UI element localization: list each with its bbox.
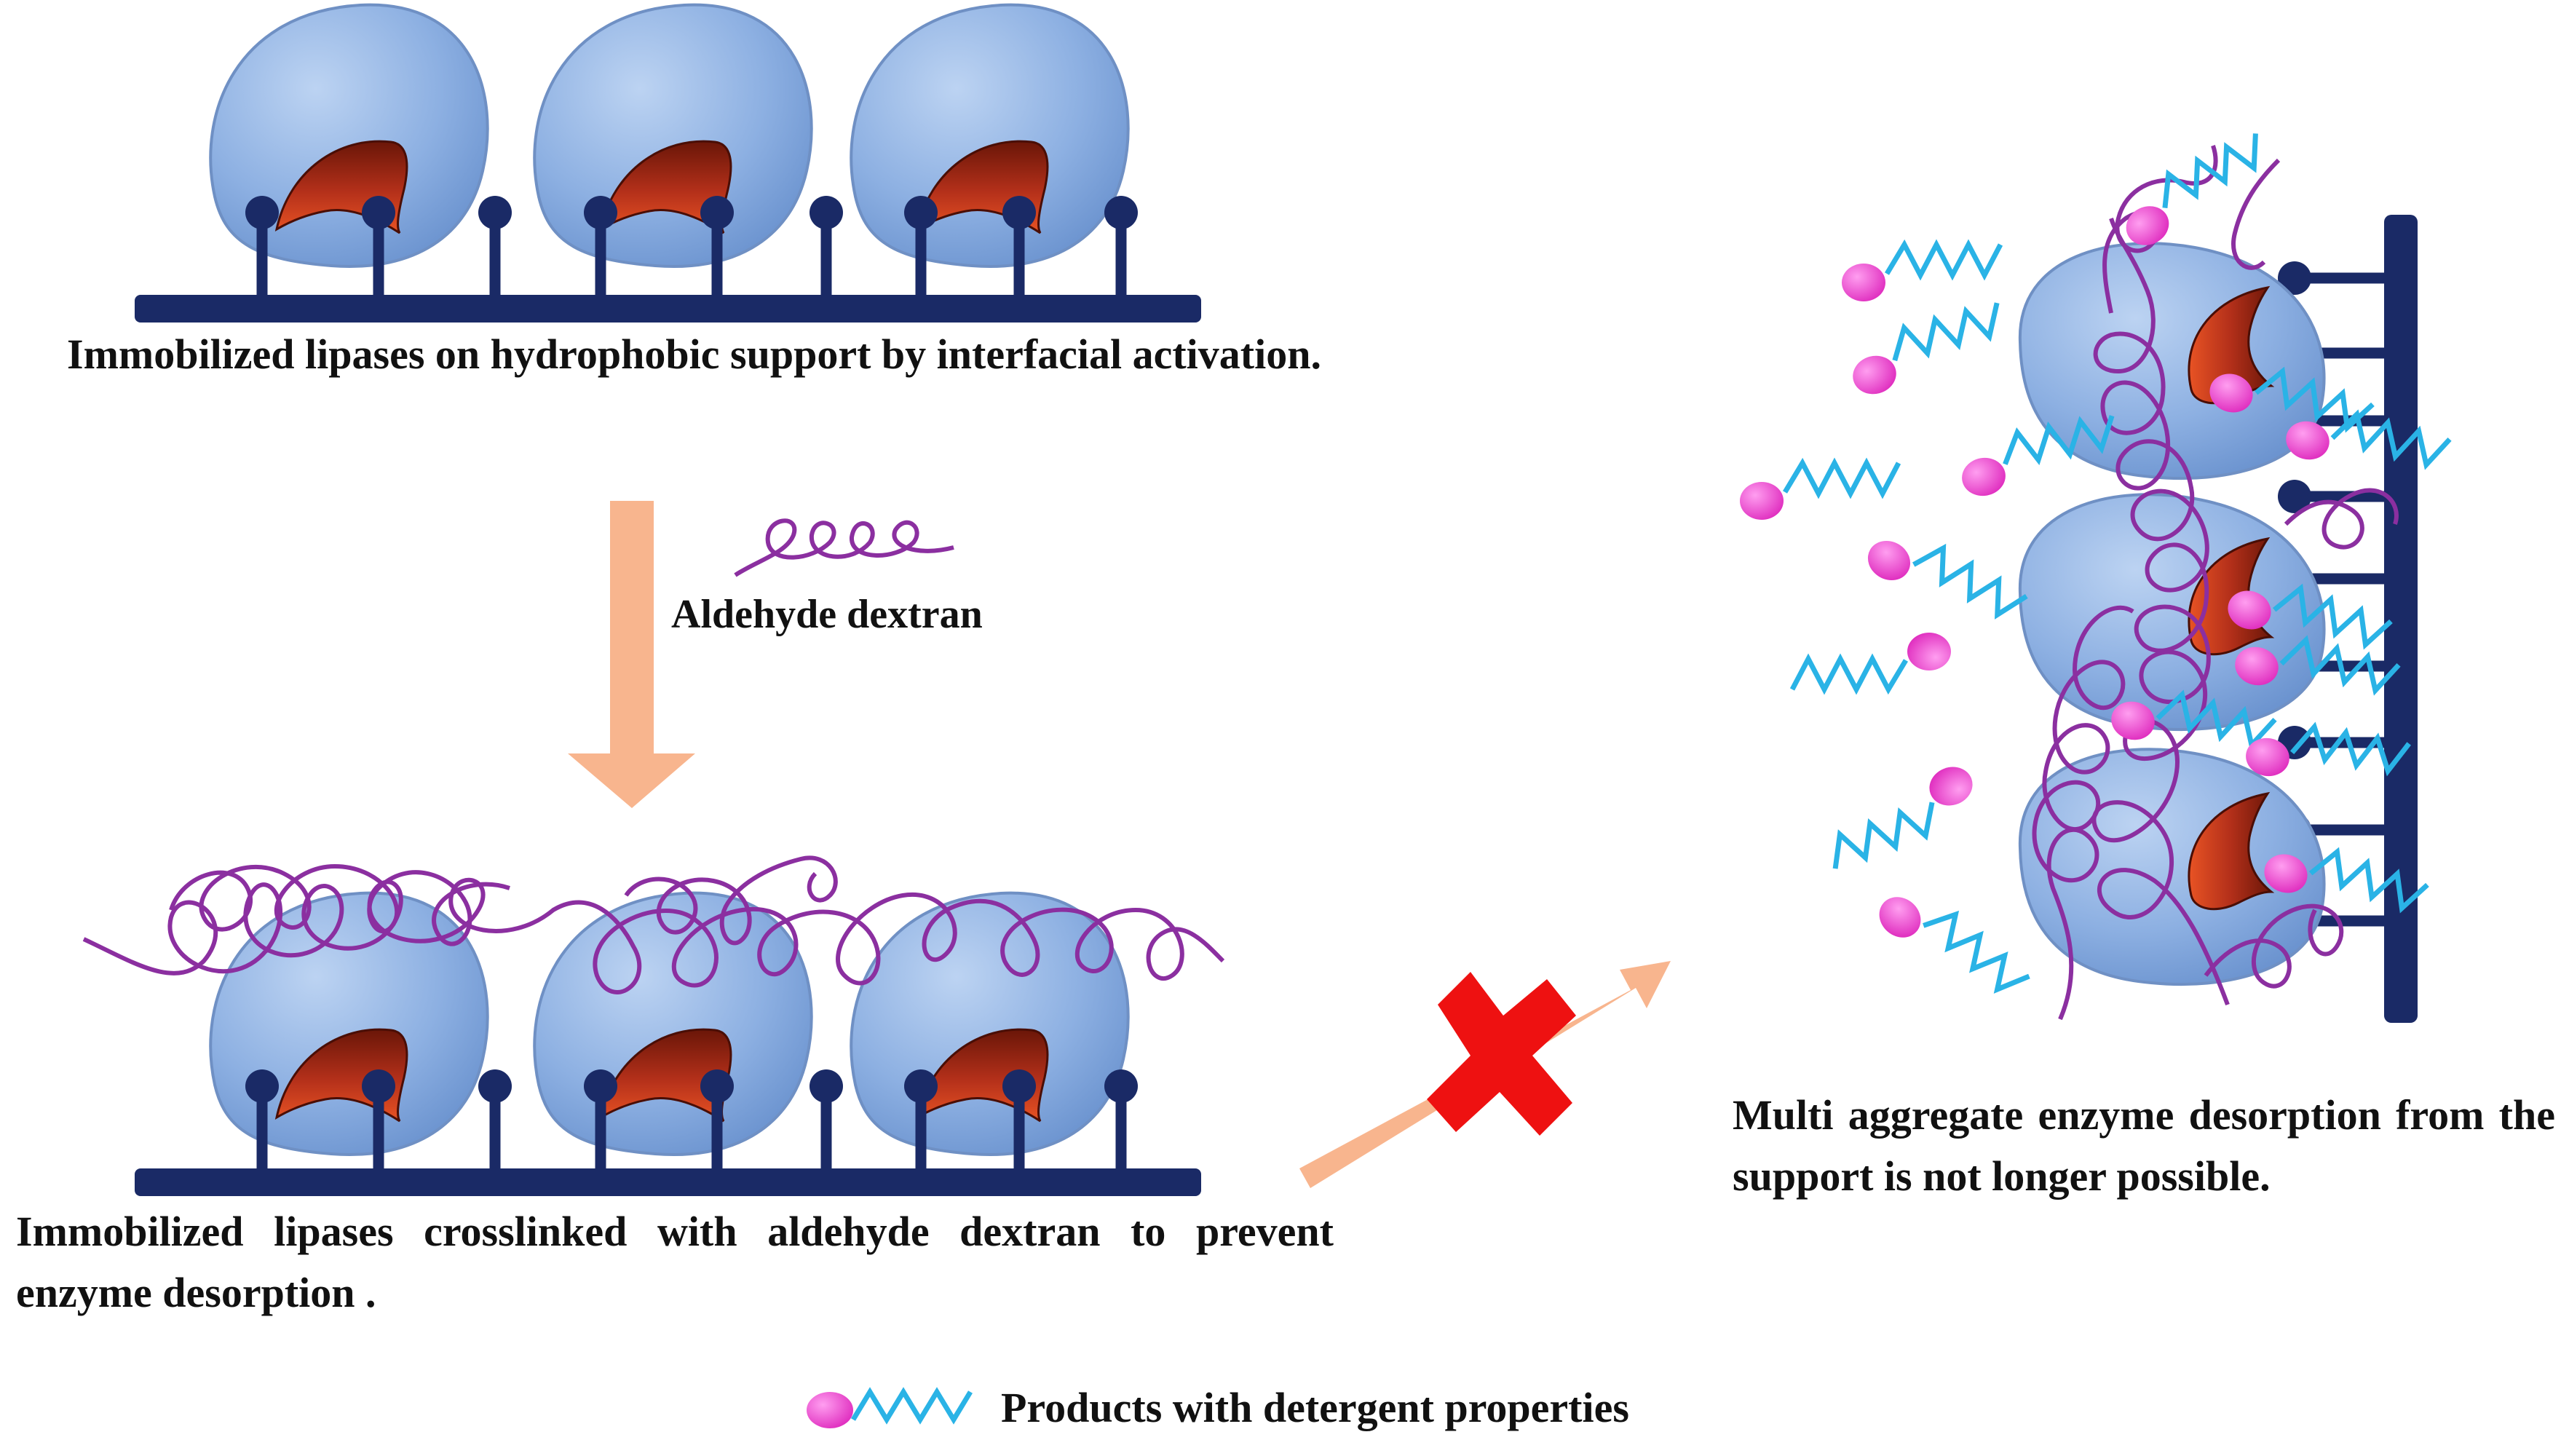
caption-middle: Immobilized lipases crosslinked with ald… (16, 1208, 1334, 1316)
caption-top: Immobilized lipases on hydrophobic suppo… (67, 331, 1321, 378)
top-panel-enzymes (209, 3, 1130, 269)
down-arrow-icon (568, 501, 695, 808)
red-x-icon (1427, 972, 1576, 1136)
dextran-coil-icon (734, 518, 954, 577)
middle-dextran-crosslink (82, 855, 1225, 994)
aldehyde-dextran-label: Aldehyde dextran (671, 592, 983, 637)
top-hydrophobic-support (135, 196, 1201, 323)
right-vertical-support (2278, 215, 2418, 1023)
middle-hydrophobic-support (135, 1069, 1201, 1196)
caption-right: Multi aggregate enzyme desorption from t… (1733, 1091, 2555, 1200)
detergent-legend-icon (807, 1387, 973, 1428)
right-dextran-crosslink (2032, 145, 2399, 1021)
legend-detergent-label: Products with detergent properties (1001, 1384, 1629, 1431)
